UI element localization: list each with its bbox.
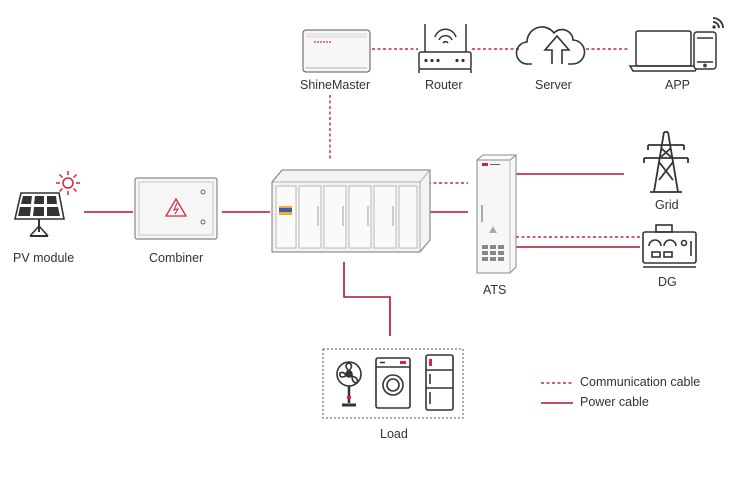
washing-machine-icon [375, 357, 411, 409]
wifi-signal-icon [712, 17, 724, 29]
diesel-generator-icon [642, 224, 697, 268]
pv-module-icon [13, 171, 80, 237]
load-appliances-group [322, 348, 464, 419]
server-cloud-icon [515, 26, 586, 65]
refrigerator-icon [425, 354, 454, 411]
power-lines [84, 173, 640, 336]
label-grid: Grid [655, 198, 679, 212]
communication-lines [329, 48, 640, 238]
router-icon [418, 24, 472, 73]
legend-communication-label: Communication cable [580, 375, 701, 389]
fan-icon [336, 361, 362, 407]
container-energy-storage-icon [271, 169, 431, 253]
ats-cabinet-icon [476, 153, 517, 274]
app-devices-icon [628, 17, 724, 72]
legend-power-label: Power cable [580, 395, 649, 409]
grid-tower-icon [643, 131, 689, 193]
label-load: Load [380, 427, 408, 441]
combiner-box-icon [134, 177, 218, 240]
power-line-container-load [343, 262, 391, 336]
shinemaster-icon [302, 29, 371, 73]
warning-icon [164, 197, 188, 217]
label-combiner: Combiner [149, 251, 204, 265]
label-server: Server [535, 78, 572, 92]
label-ats: ATS [483, 283, 507, 297]
label-app: APP [665, 78, 691, 92]
label-dg: DG [658, 275, 677, 289]
label-shinemaster: ShineMaster [300, 78, 371, 92]
sun-burst-icon [56, 171, 80, 195]
label-router: Router [425, 78, 463, 92]
label-pv-module: PV module [13, 251, 75, 265]
